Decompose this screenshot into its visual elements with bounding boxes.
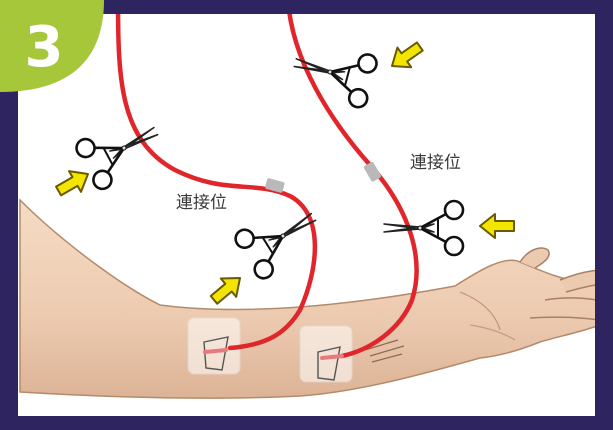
connection-label-right: 連接位 — [410, 153, 461, 173]
connection-label-left: 連接位 — [176, 193, 227, 213]
step-number: 3 — [25, 15, 64, 80]
